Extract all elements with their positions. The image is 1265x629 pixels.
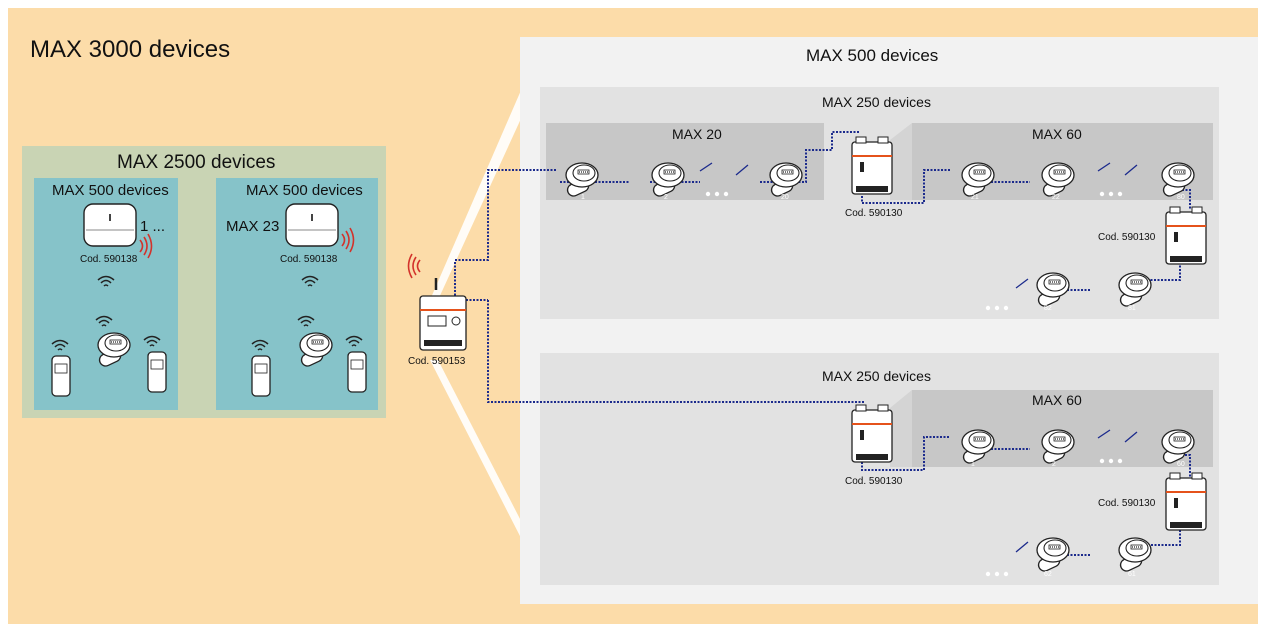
right-group-title: MAX 500 devices (806, 46, 939, 65)
repeater-code: Cod. 590130 (845, 476, 903, 487)
meter-label: 22 (1052, 194, 1060, 201)
meter-label: 80 (1177, 194, 1185, 201)
left-hub-1-code: Cod. 590138 (80, 254, 138, 265)
gateway-code: Cod. 590153 (408, 356, 466, 367)
repeater-icon (851, 136, 893, 195)
wireless-hub-icon (83, 203, 137, 247)
meter-label: 20 (781, 194, 789, 201)
segment-1-title: MAX 20 (672, 126, 722, 142)
repeater-icon (1165, 206, 1207, 265)
meter-label: 1 (581, 194, 585, 201)
meter-label: 61 (1128, 571, 1136, 578)
segment-2-title: MAX 60 (1032, 126, 1082, 142)
repeater-code: Cod. 590130 (845, 208, 903, 219)
repeater-code: Cod. 590130 (1098, 232, 1156, 243)
wifi-signal-icon (407, 253, 421, 279)
meter-label: 2 (664, 194, 668, 201)
sensor-icon (51, 355, 71, 397)
repeater-icon (851, 404, 893, 463)
gateway-icon (419, 278, 467, 351)
outer-title: MAX 3000 devices (30, 36, 231, 63)
meter-label: 21 (971, 194, 979, 201)
meter-label: 60 (1177, 461, 1185, 468)
meter-label: 2 (1052, 461, 1056, 468)
left-panel-2-title: MAX 500 devices (246, 182, 363, 199)
left-group-title: MAX 2500 devices (117, 152, 276, 173)
segment-3-title: MAX 60 (1032, 392, 1082, 408)
repeater-icon (1165, 472, 1207, 531)
sensor-icon (251, 355, 271, 397)
wireless-hub-icon (285, 203, 339, 247)
left-panel-1-count: 1 ... (140, 218, 166, 235)
left-panel-1-title: MAX 500 devices (52, 182, 169, 199)
left-panel-2-count: MAX 23 (226, 218, 280, 235)
meter-label: 1 (971, 461, 975, 468)
sensor-icon (347, 351, 367, 393)
subgroup-1-title: MAX 250 devices (822, 94, 931, 110)
meter-label: 81 (1128, 305, 1136, 312)
sensor-icon (147, 351, 167, 393)
subgroup-2-title: MAX 250 devices (822, 368, 931, 384)
meter-label: 62 (1044, 571, 1052, 578)
meter-label: 82 (1044, 305, 1052, 312)
repeater-code: Cod. 590130 (1098, 498, 1156, 509)
left-hub-2-code: Cod. 590138 (280, 254, 338, 265)
